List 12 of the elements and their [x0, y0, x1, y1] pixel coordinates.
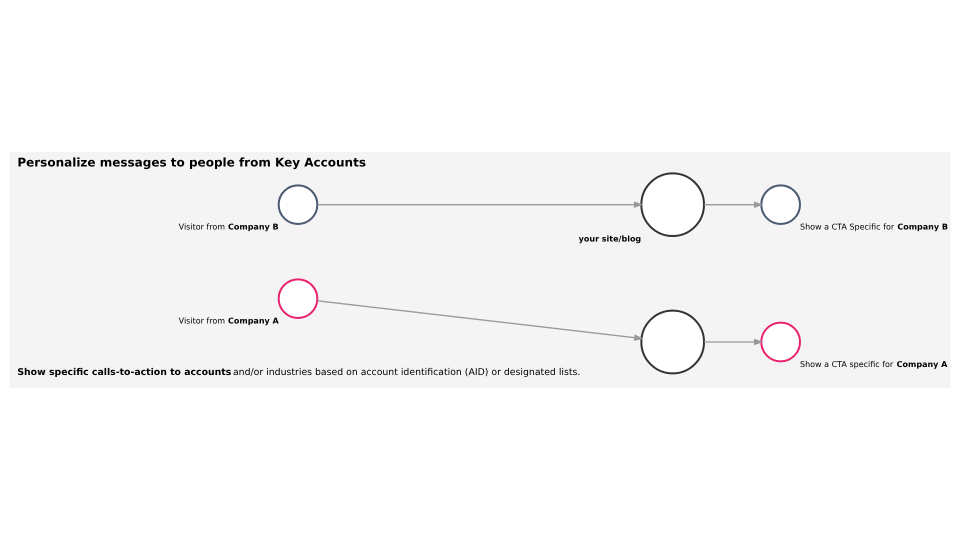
node-circle — [278, 184, 318, 225]
node-circle — [640, 310, 705, 374]
node-circle — [640, 172, 705, 237]
node-circle — [760, 184, 801, 225]
diagram-title: Personalize messages to people from Key Accounts — [17, 155, 366, 170]
arrow — [704, 338, 764, 346]
label: Show specific calls-to-action to accounts and/or industries based on account identification (AID) or designated lists. — [17, 367, 580, 378]
arrow — [317, 300, 644, 341]
arrow — [317, 201, 644, 208]
arrow — [704, 201, 764, 208]
node-circle — [760, 322, 801, 362]
node-circle — [278, 278, 318, 319]
